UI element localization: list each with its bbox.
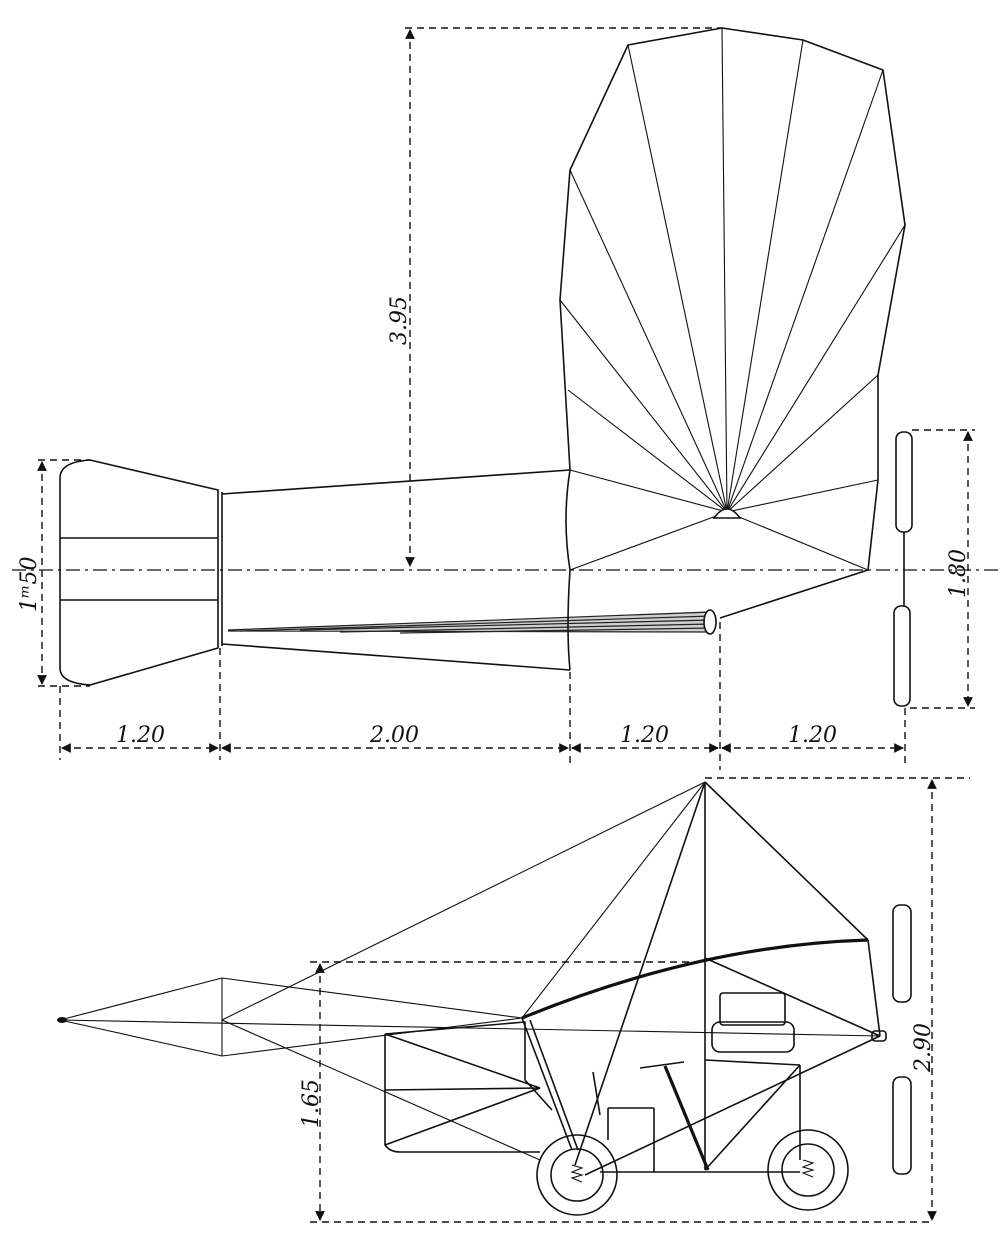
side-view: 1.65 2.90: [57, 777, 970, 1223]
dim-tail-width: 1ᵐ50: [17, 459, 90, 687]
dim-seg-nose-label: 1.20: [788, 723, 837, 748]
plan-view: 3.95 1ᵐ50 1.80 1.20 2.0: [12, 27, 1000, 770]
dim-wing-height: 1.65: [299, 961, 930, 1223]
wing-root-edge: [565, 469, 571, 671]
wing-hub: [712, 508, 742, 519]
tail-plane: [59, 459, 219, 686]
dim-span-label: 3.95: [387, 296, 412, 345]
propeller-side: [871, 904, 912, 1175]
front-wheel: [536, 1134, 618, 1216]
mast-rigging: [574, 781, 881, 1171]
rear-wheel: [767, 1129, 849, 1211]
boom-tube: [227, 609, 717, 635]
dim-seg-tail-label: 1.20: [116, 723, 165, 748]
tail-tip: [57, 1017, 67, 1023]
dim-tail-width-label: 1ᵐ50: [17, 557, 42, 612]
propeller-plan: [893, 431, 913, 707]
boom-lower-edge: [221, 643, 571, 671]
seat: [711, 992, 795, 1053]
dim-span: 3.95: [387, 27, 722, 567]
dim-propeller-width: 1.80: [910, 429, 975, 709]
dim-seg-boom-label: 2.00: [369, 723, 419, 748]
tail-rigging: [59, 781, 881, 1161]
wing-ribs: [559, 27, 906, 571]
dim-wing-height-label: 1.65: [299, 1079, 324, 1128]
dim-propeller-width-label: 1.80: [946, 549, 971, 598]
fuselage: [384, 1017, 881, 1176]
boom-upper-edge: [221, 469, 571, 495]
wing-outline: [559, 27, 906, 619]
steering: [639, 1061, 710, 1171]
dim-overall-height: 2.90: [705, 777, 970, 1221]
dim-overall-height-label: 2.90: [911, 1023, 936, 1073]
dim-chain: 1.20 2.00 1.20 1.20: [59, 622, 906, 770]
dim-seg-wing-label: 1.20: [620, 723, 669, 748]
